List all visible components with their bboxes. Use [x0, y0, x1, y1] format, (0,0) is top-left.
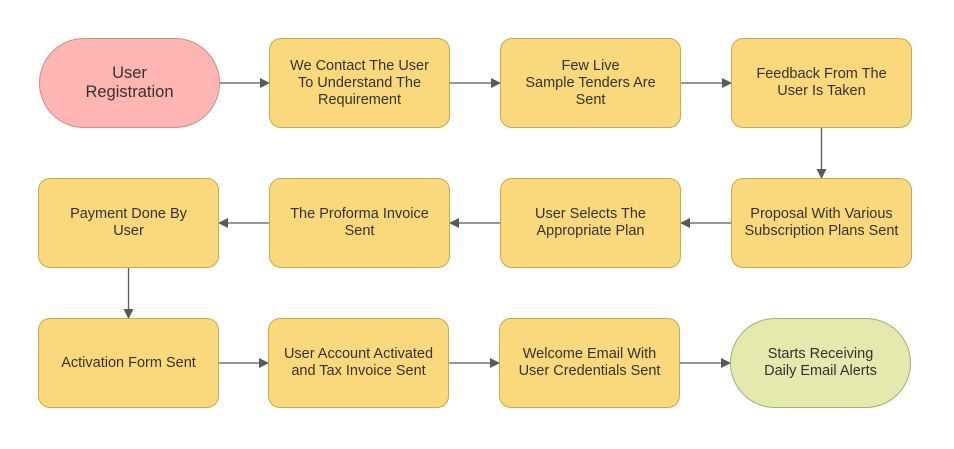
- node-sample-tenders: Few Live Sample Tenders Are Sent: [500, 38, 681, 128]
- node-welcome-email: Welcome Email With User Credentials Sent: [499, 318, 680, 408]
- node-proposal: Proposal With Various Subscription Plans…: [731, 178, 912, 268]
- node-feedback: Feedback From The User Is Taken: [731, 38, 912, 128]
- node-account-activated: User Account Activated and Tax Invoice S…: [268, 318, 449, 408]
- node-activation-form: Activation Form Sent: [38, 318, 219, 408]
- node-select-plan: User Selects The Appropriate Plan: [500, 178, 681, 268]
- node-payment: Payment Done By User: [38, 178, 219, 268]
- node-proforma: The Proforma Invoice Sent: [269, 178, 450, 268]
- node-daily-alerts: Starts Receiving Daily Email Alerts: [730, 318, 911, 408]
- node-contact-user: We Contact The User To Understand The Re…: [269, 38, 450, 128]
- node-user-registration: User Registration: [39, 38, 220, 128]
